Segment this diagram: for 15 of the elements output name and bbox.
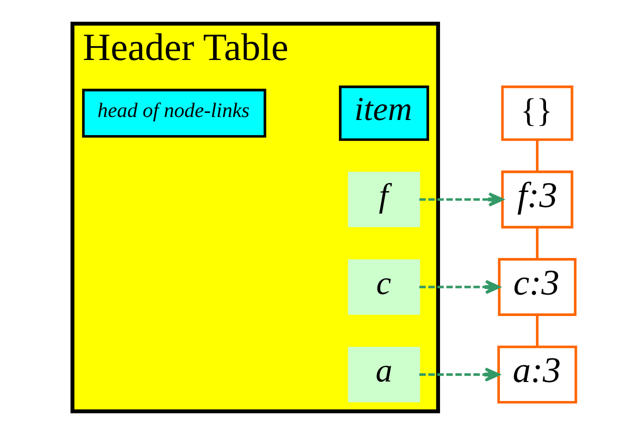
node-box: head of node-links [82,88,266,138]
arrow [419,192,504,207]
connector [536,227,539,260]
arrow [419,368,500,382]
node-box: f [348,172,420,228]
node-box: {} [501,86,574,141]
arrow [419,280,500,294]
connector [536,140,539,172]
node-box: a [348,346,420,402]
node-box: item [338,86,430,141]
node-box: c [348,259,420,315]
connector [536,314,539,347]
node-box: f:3 [501,170,574,228]
node-box: a:3 [497,346,578,404]
node-box: c:3 [498,258,576,316]
